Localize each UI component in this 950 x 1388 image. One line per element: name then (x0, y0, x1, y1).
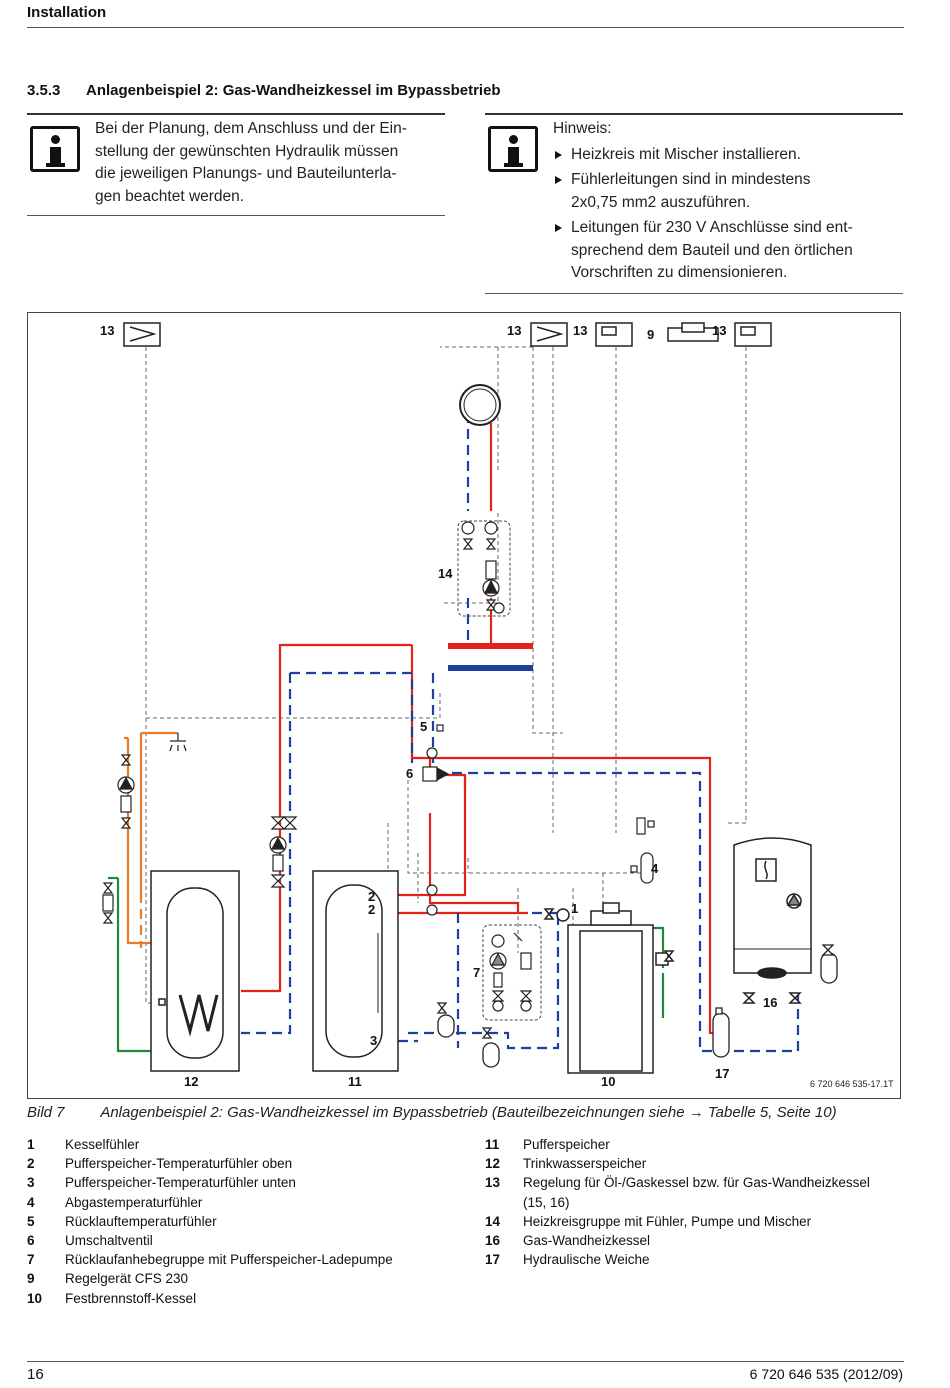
switch-valve-6 (422, 766, 438, 782)
label-17: 17 (715, 1066, 729, 1081)
doc-number: 6 720 646 535 (2012/09) (749, 1366, 903, 1382)
hydraulic-diagram: 13 13 13 9 13 14 5 6 4 2 2 3 7 1 16 12 1… (27, 312, 901, 1099)
caption-text: Anlagenbeispiel 2: Gas-Wandheizkessel im… (100, 1104, 837, 1121)
section-title: Anlagenbeispiel 2: Gas-Wandheizkessel im… (86, 82, 501, 99)
note-line: Bei der Planung, dem Anschluss und der E… (95, 120, 407, 137)
footer-rule (27, 1361, 904, 1362)
page-number: 16 (27, 1366, 44, 1383)
label-13: 13 (507, 323, 521, 338)
solid-fuel-boiler-10 (543, 902, 654, 1074)
label-13: 13 (712, 323, 726, 338)
label-13: 13 (100, 323, 114, 338)
note-heading: Hinweis: (553, 120, 612, 137)
label-11: 11 (348, 1074, 362, 1089)
return-booster-7 (482, 924, 542, 1021)
label-16: 16 (763, 995, 777, 1010)
diagram-labels: 13 13 13 9 13 14 5 6 4 2 2 3 7 1 16 12 1… (100, 323, 777, 1089)
label-9: 9 (647, 327, 654, 342)
note-right-top-rule (485, 113, 903, 115)
label-12: 12 (184, 1074, 198, 1089)
section-number: 3.5.3 (27, 82, 61, 99)
note-left-top-rule (27, 113, 445, 115)
label-10: 10 (601, 1074, 615, 1089)
note-bullet: Leitungen für 230 V Anschlüsse sind ent-… (553, 217, 898, 285)
note-bullet: Heizkreis mit Mischer installieren. (553, 144, 898, 167)
heating-circuit-symbol (459, 384, 501, 426)
gas-wall-boiler-16 (655, 837, 812, 1004)
label-13: 13 (573, 323, 587, 338)
legend-row: (15, 16) (523, 1194, 570, 1210)
info-icon (30, 126, 80, 172)
label-1: 1 (571, 901, 578, 916)
note-line: stellung der gewünschten Hydraulik müsse… (95, 142, 399, 160)
note-line: gen beachtet werden. (95, 187, 245, 205)
note-right-bottom-rule (485, 293, 903, 294)
running-header: Installation (27, 4, 107, 21)
controllers (123, 322, 772, 347)
note-right-text: Hinweis: Heizkreis mit Mischer installie… (553, 118, 898, 285)
figure-caption: Bild 7 Anlagenbeispiel 2: Gas-Wandheizke… (27, 1104, 837, 1121)
info-icon (488, 126, 538, 172)
label-2: 2 (368, 902, 375, 917)
label-5: 5 (420, 719, 427, 734)
diagram-ref-code: 6 720 646 535-17.1T (810, 1079, 894, 1089)
label-4: 4 (651, 861, 659, 876)
hydraulic-separator-17 (712, 1012, 730, 1058)
label-6: 6 (406, 766, 413, 781)
heating-group-14 (457, 520, 511, 617)
note-left-bottom-rule (27, 215, 445, 216)
buffer-storage-11 (312, 870, 399, 1072)
label-2: 2 (368, 889, 375, 904)
caption-label: Bild 7 (27, 1104, 65, 1121)
label-3: 3 (370, 1033, 377, 1048)
note-line: die jeweiligen Planungs- und Bauteilunte… (95, 165, 397, 182)
header-rule (27, 27, 904, 28)
return-lines (241, 413, 800, 1053)
label-14: 14 (438, 566, 453, 581)
label-7: 7 (473, 965, 480, 980)
note-left-text: Bei der Planung, dem Anschluss und der E… (95, 118, 440, 208)
diagram-svg: 13 13 13 9 13 14 5 6 4 2 2 3 7 1 16 12 1… (100, 322, 894, 1089)
dhw-storage-12 (150, 870, 240, 1072)
